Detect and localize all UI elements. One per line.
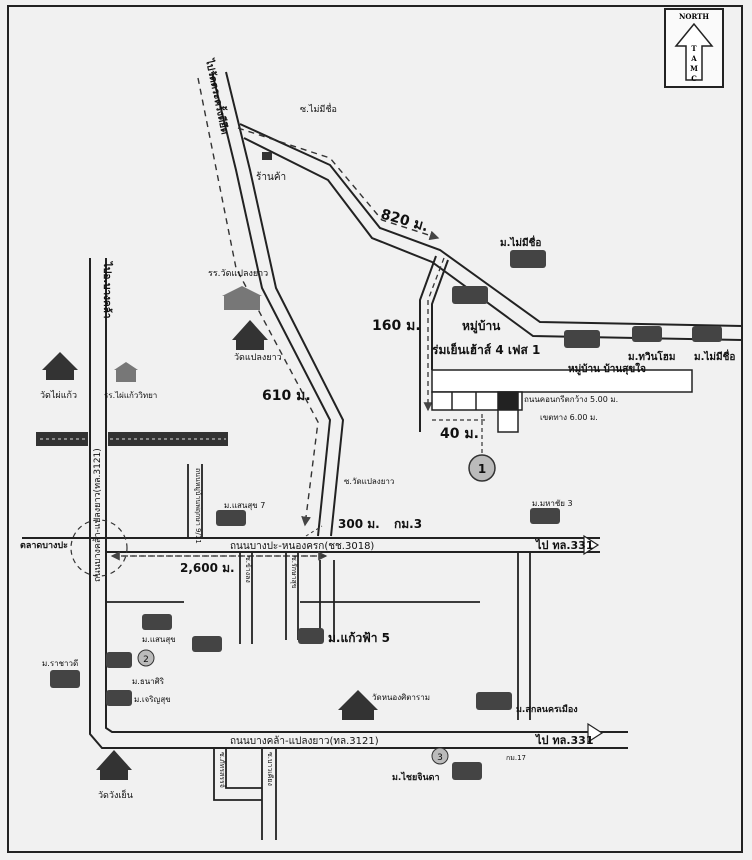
temple-icon (232, 320, 268, 350)
label-village: หมู่บ้าน (462, 319, 501, 334)
distance-300: 300 ม. (338, 517, 380, 531)
label-chaiyo: ม.ไชยจินดา (392, 771, 440, 783)
label-charoen-suk: ม.เจริญสุข (134, 695, 171, 704)
label-saen-suk7: ม.แสนสุข 7 (224, 501, 265, 510)
school-icon (222, 286, 262, 310)
label-rachawadee: ม.ราชาวดี (42, 659, 78, 668)
marker-1: 1 (468, 454, 496, 482)
label-wat-nong: วัดหนองศิตาราม (372, 693, 430, 702)
road-label-main-direction: ไป ทล.331 (534, 538, 593, 552)
upper-branch-road (239, 123, 743, 341)
subject-plots (431, 369, 693, 433)
label-sakon-city: ม.สกลนครเมือง (516, 703, 578, 715)
route-dash-610 (197, 77, 319, 527)
house-icon (216, 510, 246, 526)
route-dash-820 (237, 127, 440, 241)
market-circle (70, 519, 128, 577)
label-wat-phai-kaeo: วัดไผ่แก้ว (40, 390, 77, 401)
top-vertical-road (211, 71, 345, 537)
road-label-lane-e: ซ.บาวเคียง (266, 752, 274, 786)
temple-icon (96, 750, 132, 780)
label-school-wat: รร.วัดแปลงยาว (208, 269, 268, 279)
label-wat-plaeng: วัดแปลงยาว (234, 353, 282, 363)
label-school-phai-kaeo: รร.ไผ่แก้ววิทยา (104, 391, 157, 400)
house-icon (530, 508, 560, 524)
compass-letter: M (690, 64, 698, 73)
label-ban-suk-jai: หมู่บ้าน บ้านสุขใจ (568, 362, 646, 376)
house-icon (192, 636, 222, 652)
road-label-main: ถนนบางปะ-หนองครก(ชช.3018) (230, 541, 374, 552)
house-icon (564, 330, 600, 348)
road-label-lane-b: ซ.ข้างลง (244, 556, 252, 583)
compass-arrow-icon (674, 22, 714, 81)
label-thanasiri: ม.ธนาศิริ (132, 677, 165, 686)
direction-arrow-lower (587, 722, 604, 744)
house-icon (510, 250, 546, 268)
house-icon (298, 628, 324, 644)
school-icon (114, 362, 138, 382)
north-compass: NORTH T A M C (664, 8, 724, 88)
temple-icon (42, 352, 78, 380)
marker-2: 2 (137, 649, 155, 667)
marker-2-label: 2 (143, 655, 149, 665)
distance-2600: 2,600 ม. (180, 561, 235, 575)
marker-1-label: 1 (478, 462, 486, 476)
house-icon (632, 326, 662, 342)
distance-610: 610 ม. (262, 388, 311, 404)
house-icon (692, 326, 722, 342)
route-dash-160 (423, 257, 445, 412)
road-label-left-vertical: ไปอ.บางคล้า (101, 261, 114, 318)
label-mb-no-name-right: ม.ไม่มีชื่อ (694, 349, 735, 363)
house-icon (50, 670, 80, 688)
house-icon (452, 762, 482, 780)
left-vertical-road (89, 258, 628, 749)
label-market: ตลาดบางปะ (20, 540, 68, 551)
label-wat-wang-yen: วัดวังเย็น (98, 788, 133, 801)
road-label-lower-direction: ไป ทล.331 (534, 733, 593, 747)
map-border (7, 5, 743, 853)
label-mahachai3: ม.มหาชัย 3 (532, 499, 573, 508)
road-label-upper-branch: ซ.ไม่มีชื่อ (300, 102, 337, 115)
side-lanes (106, 464, 531, 840)
road-label-left-main: ถนนบางคล้า-แปลงยาว(ทล.3121) (92, 448, 103, 582)
label-win-home: ม.ทวินโฮม (628, 350, 676, 363)
shop-icon (262, 152, 272, 160)
railway (36, 432, 228, 446)
direction-arrow-main (583, 534, 600, 556)
distance-40: 40 ม. (440, 426, 479, 442)
label-village-name: ร่มเย็นเฮ้าส์ 4 เฟส 1 (432, 342, 540, 357)
house-icon (476, 692, 512, 710)
label-km17: กม.17 (506, 754, 526, 762)
label-kaew-fah5: ม.แก้วฟ้า 5 (328, 631, 390, 645)
distance-km3: กม.3 (394, 517, 422, 531)
village-road (419, 255, 449, 432)
house-icon (106, 652, 132, 668)
marker-3: 3 (431, 747, 449, 765)
label-saen-suk: ม.แสนสุข (142, 635, 176, 644)
road-label-frontage: ถนนคอนกรีตกว้าง 5.00 ม. (524, 395, 618, 404)
road-label-lane-d: ซ.ภัทรสรรจ์ (218, 752, 226, 788)
marker-3-label: 3 (437, 753, 443, 763)
road-label-soi-wat: ซ.วัดแปลงยาว (344, 477, 394, 486)
house-icon (452, 286, 488, 304)
compass-letter: A (691, 54, 697, 63)
house-icon (106, 690, 132, 706)
label-shop: ร้านค้า (256, 171, 286, 183)
road-label-lane-a: ถนนหมู่บ้านพฤกษา 9/11 (194, 468, 202, 544)
distance-160: 160 ม. (372, 318, 421, 334)
road-label-setback: เขตทาง 6.00 ม. (540, 413, 598, 422)
compass-north-label: NORTH (678, 12, 709, 21)
label-mb-no-name-top: ม.ไม่มีชื่อ (500, 235, 541, 249)
compass-letter: T (691, 44, 697, 53)
compass-letter: C (691, 74, 697, 83)
road-label-lower: ถนนบางคล้า-แปลงยาว(ทล.3121) (230, 735, 379, 747)
house-icon (142, 614, 172, 630)
road-label-lane-c: ซ.รักษาสุข (290, 556, 298, 589)
temple-icon (338, 690, 378, 720)
